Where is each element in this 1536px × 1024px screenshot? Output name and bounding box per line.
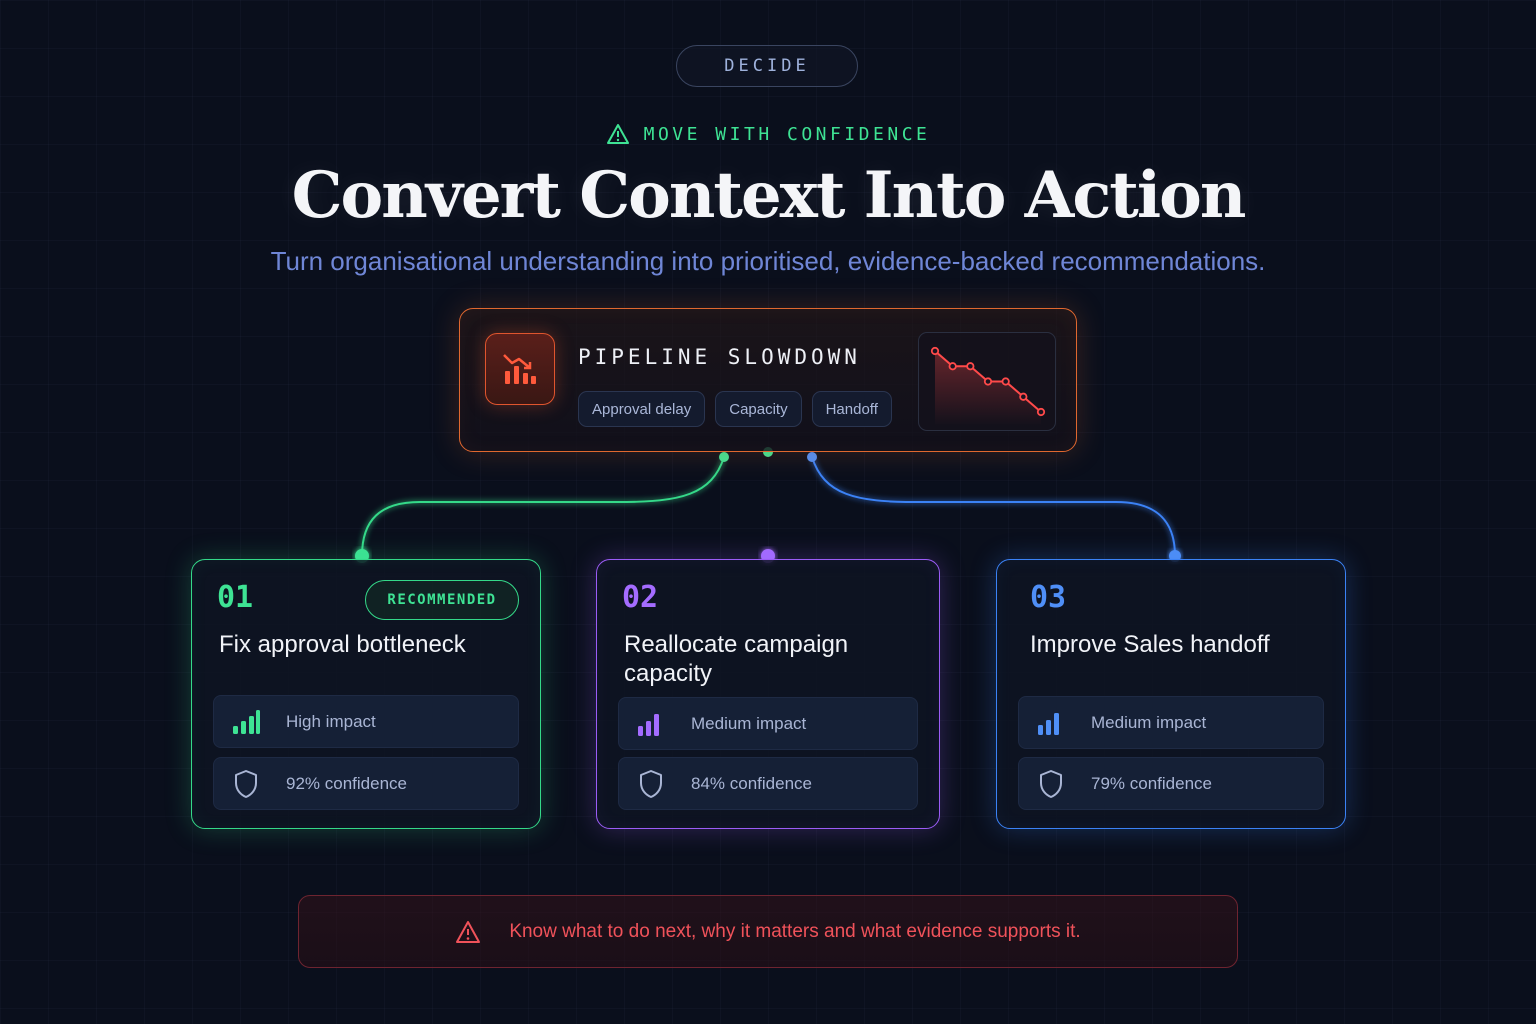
confidence-text: 84% confidence [691, 773, 812, 793]
sparkline-area [935, 351, 1041, 426]
shield-icon [619, 769, 683, 799]
impact-text: Medium impact [1091, 712, 1207, 732]
signal-bars-icon [619, 710, 683, 738]
option-number: 03 [1030, 580, 1067, 615]
option-card-3[interactable]: 03 Improve Sales handoff Medium impact 7… [996, 559, 1346, 829]
option-card-1[interactable]: 01 RECOMMENDED Fix approval bottleneck H… [191, 559, 541, 829]
issue-tags: Approval delay Capacity Handoff [578, 391, 892, 427]
warning-triangle-icon [606, 124, 629, 144]
chart-decline-icon [485, 333, 555, 405]
option-number: 01 [217, 580, 254, 615]
option-title: Fix approval bottleneck [219, 631, 466, 658]
connector-blue [811, 456, 1176, 557]
tag-capacity[interactable]: Capacity [715, 391, 802, 427]
warning-triangle-icon [456, 920, 481, 943]
confidence-metric: 84% confidence [618, 757, 918, 810]
option-number: 02 [622, 580, 659, 615]
sparkline-point [1001, 377, 1010, 386]
impact-metric: Medium impact [1018, 696, 1324, 749]
option-card-2[interactable]: 02 Reallocate campaign capacity Medium i… [596, 559, 940, 829]
confidence-metric: 92% confidence [213, 757, 519, 810]
confidence-metric: 79% confidence [1018, 757, 1324, 810]
shield-icon [214, 769, 278, 799]
issue-title: PIPELINE SLOWDOWN [578, 345, 861, 369]
impact-metric: Medium impact [618, 697, 918, 750]
confidence-text: 92% confidence [286, 773, 407, 793]
stage-pill: DECIDE [676, 45, 858, 87]
trend-sparkline [918, 332, 1056, 431]
sparkline-point [966, 362, 975, 371]
node-dot [719, 452, 729, 462]
footer-message: Know what to do next, why it matters and… [509, 920, 1081, 942]
issue-card[interactable]: PIPELINE SLOWDOWN Approval delay Capacit… [459, 308, 1077, 452]
sparkline-point [930, 346, 940, 356]
connector-green [361, 456, 725, 557]
page-subtitle: Turn organisational understanding into p… [270, 246, 1266, 276]
impact-text: Medium impact [691, 713, 807, 733]
recommended-badge: RECOMMENDED [365, 580, 519, 620]
footer-callout: Know what to do next, why it matters and… [298, 895, 1238, 968]
tag-approval-delay[interactable]: Approval delay [578, 391, 706, 427]
sparkline-point [1019, 392, 1028, 401]
sparkline-point [983, 377, 993, 386]
node-dot [807, 452, 817, 462]
sparkline-point [948, 362, 957, 371]
confidence-text: 79% confidence [1091, 773, 1212, 793]
impact-text: High impact [286, 711, 376, 731]
page-title: Convert Context Into Action [291, 158, 1247, 233]
impact-metric: High impact [213, 695, 519, 748]
tag-handoff[interactable]: Handoff [811, 391, 892, 427]
eyebrow-text: MOVE WITH CONFIDENCE [643, 123, 931, 145]
shield-icon [1019, 769, 1083, 799]
eyebrow: MOVE WITH CONFIDENCE [0, 120, 1536, 148]
signal-bars-icon [214, 708, 278, 736]
option-title: Reallocate campaign capacity [624, 631, 849, 687]
signal-bars-icon [1019, 709, 1083, 737]
sparkline-point [1036, 407, 1046, 417]
option-title: Improve Sales handoff [1030, 631, 1270, 658]
stage-label: DECIDE [724, 56, 810, 76]
